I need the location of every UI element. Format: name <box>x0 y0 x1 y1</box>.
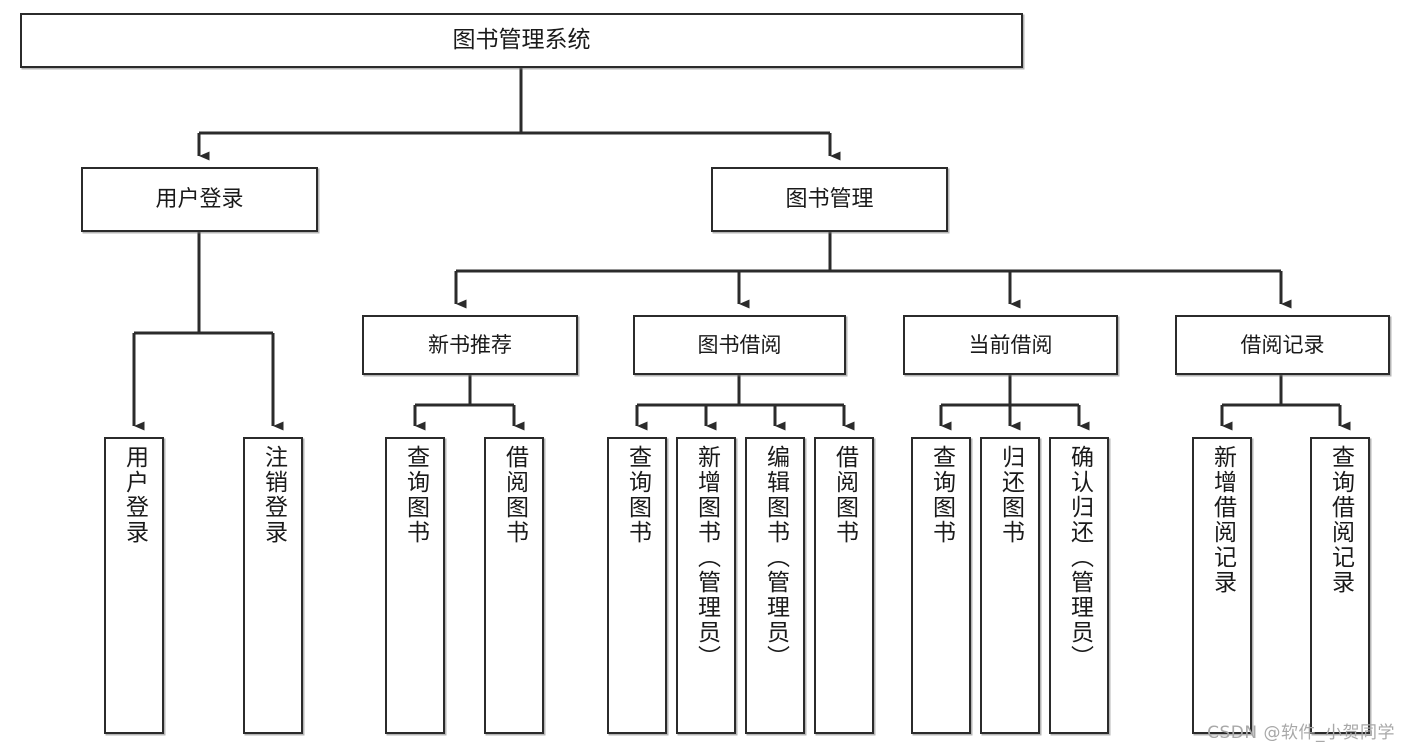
node-leaf-borrow-book-2-label: 借阅图书 <box>831 445 858 545</box>
node-leaf-add-record[interactable]: 新增借阅记录 <box>1192 437 1252 734</box>
node-leaf-logout-label: 注销登录 <box>260 445 287 545</box>
node-borrow-record-label: 借阅记录 <box>1240 332 1325 357</box>
node-leaf-user-login-label: 用户登录 <box>121 445 148 545</box>
node-root[interactable]: 图书管理系统 <box>20 13 1023 68</box>
node-leaf-edit-book[interactable]: 编辑图书（管理员） <box>745 437 805 734</box>
node-leaf-logout[interactable]: 注销登录 <box>243 437 303 734</box>
node-leaf-return-book[interactable]: 归还图书 <box>980 437 1040 734</box>
node-book-manage[interactable]: 图书管理 <box>711 167 948 232</box>
node-leaf-borrow-book-1-label: 借阅图书 <box>501 445 528 545</box>
node-borrow-record[interactable]: 借阅记录 <box>1175 315 1390 375</box>
node-leaf-confirm-return-label: 确认归还（管理员） <box>1066 445 1093 670</box>
node-leaf-query-book-1[interactable]: 查询图书 <box>385 437 445 734</box>
node-leaf-add-book[interactable]: 新增图书（管理员） <box>676 437 736 734</box>
csdn-watermark: CSDN @软件_小贺同学 <box>1207 723 1395 743</box>
node-leaf-edit-book-label: 编辑图书（管理员） <box>762 445 789 670</box>
node-leaf-confirm-return[interactable]: 确认归还（管理员） <box>1049 437 1109 734</box>
node-leaf-query-book-2[interactable]: 查询图书 <box>607 437 667 734</box>
node-leaf-query-book-1-label: 查询图书 <box>402 445 429 545</box>
node-leaf-user-login[interactable]: 用户登录 <box>104 437 164 734</box>
node-leaf-query-book-3[interactable]: 查询图书 <box>911 437 971 734</box>
node-leaf-return-book-label: 归还图书 <box>997 445 1024 545</box>
node-book-borrow-label: 图书借阅 <box>697 332 782 357</box>
node-leaf-query-record-label: 查询借阅记录 <box>1327 445 1354 595</box>
node-leaf-add-record-label: 新增借阅记录 <box>1209 445 1236 595</box>
node-new-book-rec-label: 新书推荐 <box>428 332 512 357</box>
node-user-login[interactable]: 用户登录 <box>81 167 318 232</box>
node-book-manage-label: 图书管理 <box>785 186 874 212</box>
node-current-borrow-label: 当前借阅 <box>968 332 1053 357</box>
node-leaf-query-book-2-label: 查询图书 <box>624 445 651 545</box>
node-current-borrow[interactable]: 当前借阅 <box>903 315 1118 375</box>
node-leaf-borrow-book-1[interactable]: 借阅图书 <box>484 437 544 734</box>
node-leaf-query-book-3-label: 查询图书 <box>928 445 955 545</box>
node-leaf-query-record[interactable]: 查询借阅记录 <box>1310 437 1370 734</box>
node-root-label: 图书管理系统 <box>452 26 591 53</box>
node-user-login-label: 用户登录 <box>155 186 244 212</box>
node-book-borrow[interactable]: 图书借阅 <box>633 315 846 375</box>
node-leaf-add-book-label: 新增图书（管理员） <box>693 445 720 670</box>
node-new-book-rec[interactable]: 新书推荐 <box>362 315 578 375</box>
node-leaf-borrow-book-2[interactable]: 借阅图书 <box>814 437 874 734</box>
